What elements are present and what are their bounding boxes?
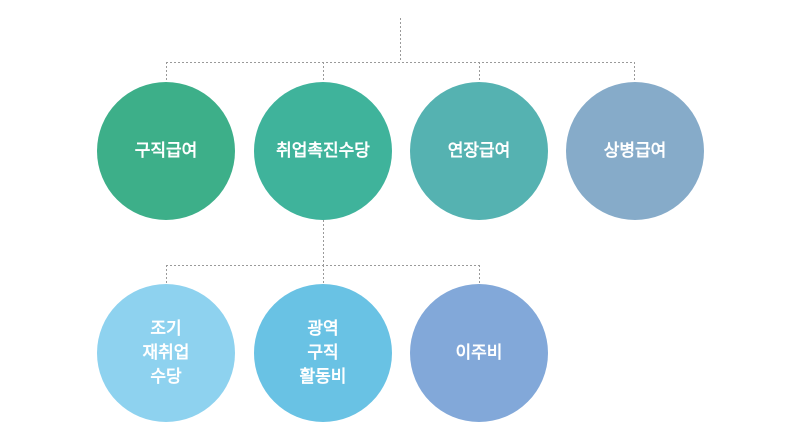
node-label: 광역 구직 활동비 xyxy=(299,319,347,387)
relocation-expense-node: 이주비 xyxy=(410,284,548,422)
node-label: 구직급여 xyxy=(134,141,198,161)
wide-area-job-search-expense-node: 광역 구직 활동비 xyxy=(254,284,392,422)
sickness-benefit-node: 상병급여 xyxy=(566,82,704,220)
node-label: 상병급여 xyxy=(603,141,667,161)
extended-benefit-node: 연장급여 xyxy=(410,82,548,220)
node-label: 연장급여 xyxy=(447,141,511,161)
node-label: 조기 재취업 수당 xyxy=(142,319,190,387)
early-reemployment-allowance-node: 조기 재취업 수당 xyxy=(97,284,235,422)
employment-promotion-allowance-node: 취업촉진수당 xyxy=(254,82,392,220)
node-label: 취업촉진수당 xyxy=(276,141,370,161)
job-seeking-benefit-node: 구직급여 xyxy=(97,82,235,220)
node-label: 이주비 xyxy=(455,343,503,363)
